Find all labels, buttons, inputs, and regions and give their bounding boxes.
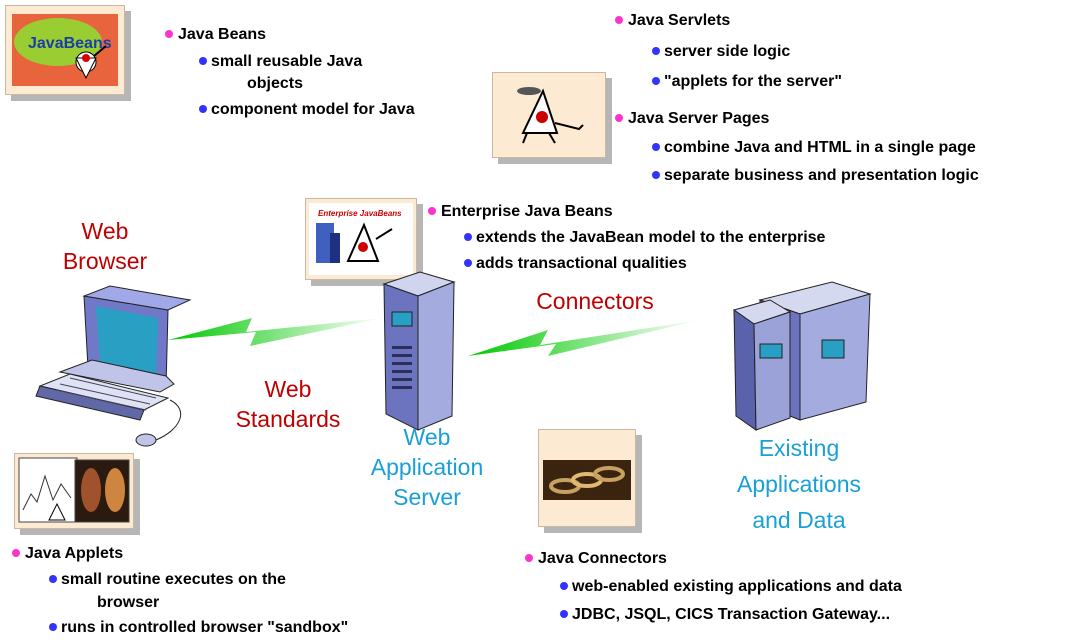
connector-chain-card: [538, 429, 636, 527]
javabeans-title: Java Beans: [164, 26, 267, 43]
jsp-item-1: combine Java and HTML in a single page: [652, 139, 976, 156]
servlet-card: [492, 72, 606, 158]
connector-link-bolt-icon: [468, 320, 700, 356]
javabeans-item-1-cont: objects: [247, 75, 304, 92]
connectors-list-item-2: JDBC, JSQL, CICS Transaction Gateway...: [559, 606, 891, 623]
connectors-list-item-1: web-enabled existing applications and da…: [560, 578, 902, 595]
servlets-item-1: server side logic: [651, 43, 791, 60]
existing-apps-label-line-3: and Data: [752, 507, 846, 533]
javabeans-logo-icon: JavaBeans: [12, 14, 118, 86]
javabeans-item-1: small reusable Java: [198, 53, 363, 70]
applets-item-2: runs in controlled browser "sandbox": [48, 619, 349, 636]
javabeans-item-2: component model for Java: [199, 101, 415, 118]
web-app-server-label-line-3: Server: [393, 484, 461, 510]
ejb-item-1: extends the JavaBean model to the enterp…: [463, 229, 826, 246]
applets-card: [14, 453, 134, 529]
jsp-item-2: separate business and presentation logic: [652, 167, 979, 184]
web-browser-label-line-2: Browser: [62, 248, 148, 274]
connectors-list-title: Java Connectors: [525, 550, 667, 567]
servlets-item-2: "applets for the server": [652, 73, 842, 90]
applets-title: Java Applets: [11, 545, 124, 562]
web-standards-label: Web Standards: [224, 374, 352, 434]
servlets-title: Java Servlets: [614, 12, 731, 29]
applets-item-1-cont: browser: [97, 594, 160, 611]
web-app-server-label-line-2: Application: [370, 454, 484, 480]
web-app-server-label: Web Application Server: [362, 422, 492, 512]
computer-icon: [35, 285, 192, 447]
existing-apps-label-line-1: Existing: [758, 435, 840, 461]
ejb-title: Enterprise Java Beans: [428, 203, 613, 220]
existing-apps-label: Existing Applications and Data: [724, 430, 874, 538]
duke-waiter-icon: [517, 87, 584, 144]
applet-screens-icon: [18, 457, 130, 523]
ejb-item-2: adds transactional qualities: [464, 255, 687, 272]
server-tower-icon: [382, 271, 456, 431]
mainframe-servers-icon: [732, 281, 872, 431]
applets-item-1: small routine executes on the: [49, 571, 286, 588]
ejb-logo-icon: Enterprise JavaBeans: [309, 203, 413, 275]
web-standards-label-line-2: Standards: [235, 406, 341, 432]
ejb-card: Enterprise JavaBeans: [305, 198, 417, 280]
chain-icon: [543, 460, 631, 500]
browser-link-bolt-icon: [168, 318, 382, 346]
javabeans-logo-text: JavaBeans: [28, 35, 112, 52]
javabeans-card: JavaBeans: [5, 5, 125, 95]
web-browser-label-line-1: Web: [81, 218, 129, 244]
web-browser-label: Web Browser: [50, 216, 160, 276]
jsp-title: Java Server Pages: [614, 110, 770, 127]
connectors-label: Connectors: [536, 288, 654, 314]
existing-apps-label-line-2: Applications: [736, 471, 862, 497]
web-standards-label-line-1: Web: [264, 376, 312, 402]
ejb-logo-text: Enterprise JavaBeans: [318, 209, 402, 218]
web-app-server-label-line-1: Web: [403, 424, 451, 450]
